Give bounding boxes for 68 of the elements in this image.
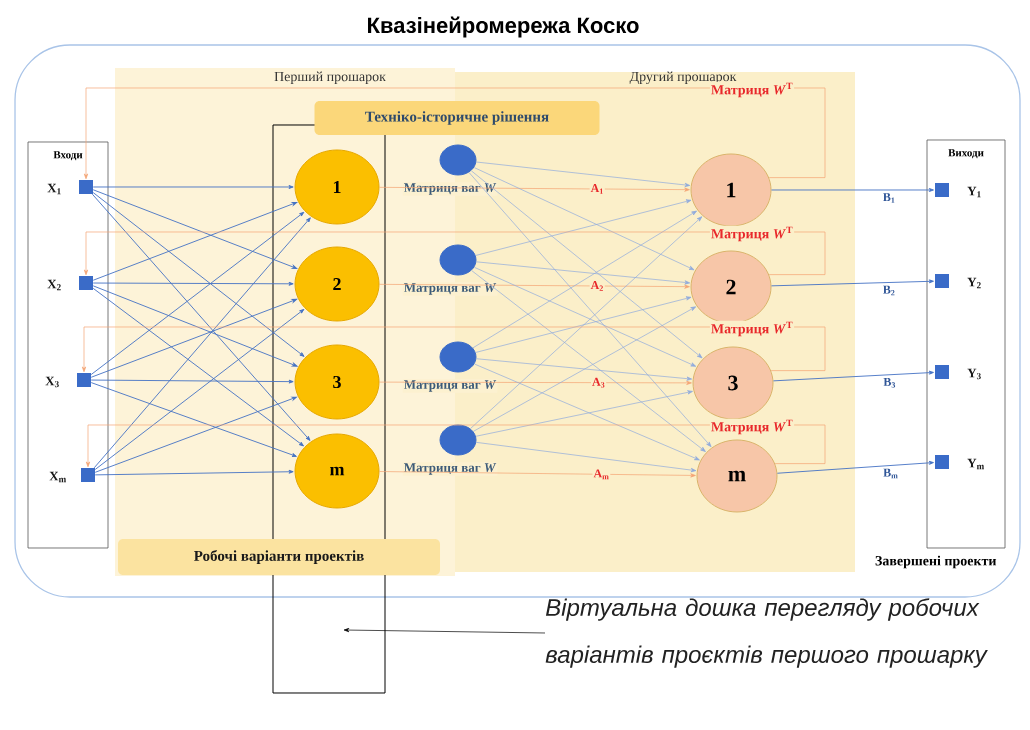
arrow [475, 390, 693, 437]
arrow [93, 217, 311, 469]
arrow [92, 201, 298, 281]
arrow [90, 298, 298, 378]
arrow [776, 460, 934, 474]
arrow [476, 358, 693, 381]
arrow [92, 189, 298, 269]
arrow [90, 379, 294, 384]
caption-box: Робочі варіанти проектів [118, 539, 440, 575]
title: Квазінейромережа Коско [368, 16, 639, 38]
square-marker [79, 276, 93, 290]
arrow [83, 231, 826, 276]
arrow [475, 199, 692, 256]
arrow [474, 363, 700, 461]
small-circle [439, 244, 477, 276]
edge-label: B$_{3}$ [882, 376, 897, 389]
arrow [379, 471, 696, 478]
edge-label: A$_{m}$ [592, 468, 611, 481]
arrow [90, 382, 297, 457]
arrow [379, 186, 690, 192]
arrow [471, 270, 706, 452]
square-marker [935, 183, 949, 197]
square-marker [935, 274, 949, 288]
arrow [92, 285, 298, 367]
square-marker [935, 455, 949, 469]
arrow [472, 210, 697, 349]
small-circle [439, 341, 477, 373]
edge-label: B$_{1}$ [881, 192, 897, 204]
edge-label: B$_{m}$ [882, 467, 900, 480]
arrow [473, 167, 695, 271]
arrow [468, 172, 712, 447]
node-label: Матриця ваг W [402, 379, 498, 393]
arrow [92, 281, 294, 286]
arrow [771, 188, 934, 192]
arrow [92, 192, 305, 357]
arrow [81, 326, 826, 373]
arrow [473, 266, 697, 367]
arrow [92, 287, 304, 447]
square-marker [77, 373, 91, 387]
square-marker [79, 180, 93, 194]
small-circle [439, 424, 477, 456]
arrow [343, 628, 546, 634]
edge-label: A$_{2}$ [589, 280, 605, 292]
arrow [475, 296, 692, 353]
arrow [473, 306, 697, 432]
arrow [470, 170, 703, 359]
arrow [94, 308, 305, 470]
small-circle [439, 144, 477, 176]
arrow [91, 193, 311, 441]
arrow [476, 161, 691, 187]
arrow [476, 261, 691, 285]
arrow [470, 216, 703, 429]
corner-label: Завершені проекти [875, 555, 997, 569]
arrow [94, 396, 298, 473]
arrow [90, 211, 305, 375]
arrow [94, 469, 294, 476]
arrow [771, 279, 934, 287]
arrow [83, 87, 826, 180]
edge-label: A$_{1}$ [589, 183, 605, 195]
edge-label: B$_{2}$ [881, 284, 897, 297]
arrow [475, 442, 697, 473]
arrow [773, 370, 934, 382]
arrow [379, 283, 690, 289]
arrow [379, 380, 692, 385]
annotation-text: Віртуальна дошка перегляду робочих варіантів проєктів першого прошарку [545, 598, 988, 668]
arrow [85, 424, 826, 468]
caption-box: Техніко-історичне рішення [314, 101, 600, 135]
arrow [92, 185, 294, 189]
